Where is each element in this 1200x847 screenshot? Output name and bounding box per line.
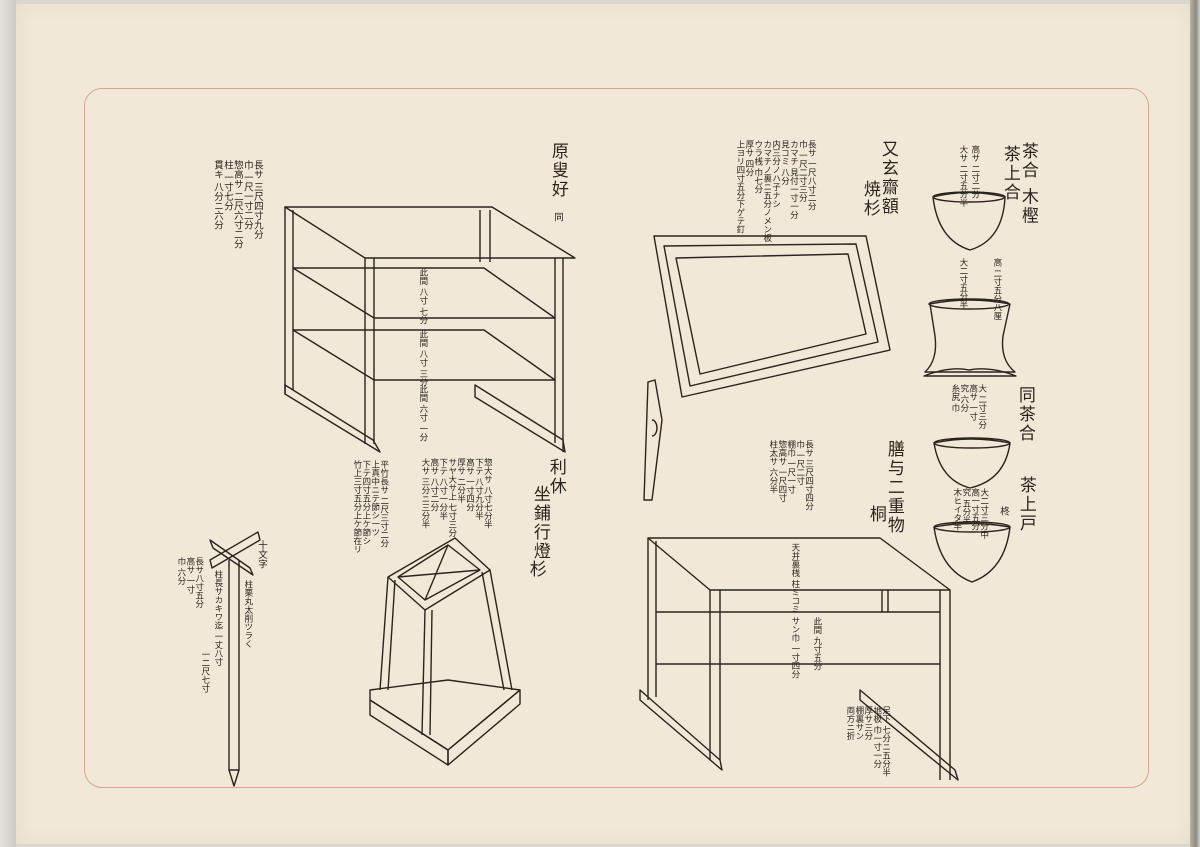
cross-pole-drawing bbox=[209, 531, 261, 787]
lantern-stand-drawing bbox=[369, 537, 521, 766]
plaque-specs: 長サ 一尺八寸二分 巾 一尺二寸三分 カマチ 見付一寸一分 見コミ 八分 内三分… bbox=[734, 140, 817, 242]
two-tier-table-bottom-specs: 足下 七分ニ五分半 地板 巾一寸一分 厚サ三分 棚裏サン 両方ニ折 bbox=[844, 706, 891, 777]
page-frame-border bbox=[84, 88, 1149, 788]
cross-pole-note-1: 柱栗丸太削ツラく bbox=[242, 580, 253, 648]
two-tier-table-inner-label-2: 此間 九寸五分 bbox=[811, 617, 822, 671]
cross-pole-note-3: 一二尺七寸 bbox=[199, 650, 210, 693]
shelf-subtitle: 同 bbox=[551, 212, 563, 222]
two-tier-table-subtitle: 桐 bbox=[865, 505, 886, 524]
lantern-notes: 平竹長サ 二尺三寸二分 上真中ニテ節シ一ツ 下テ四寸五分上ケ節シ 竹上三寸五分上… bbox=[351, 460, 389, 554]
tea-caddy-subtitle-3: 柊 bbox=[997, 506, 1009, 516]
two-tier-table-inner-label-1: 天井裏桟 柱ミコミ サン巾 一寸四分 bbox=[789, 543, 800, 679]
two-tier-table-drawing bbox=[639, 537, 959, 781]
plaque-subtitle: 焼杉 bbox=[859, 180, 880, 218]
two-tier-table-specs: 長サ 三尺四寸四分 巾 一尺二寸 棚巾 一尺一寸 惣高サ 一尺四寸 柱太サ 六分… bbox=[767, 440, 814, 511]
lantern-subtitle: 坐鋪行燈 bbox=[529, 485, 550, 561]
cross-pole-note-2: 柱長サカキワ迄 一丈八寸 bbox=[212, 570, 223, 667]
printed-page bbox=[16, 4, 1192, 844]
tea-caddy-title-3: 茶上戸 bbox=[1015, 476, 1036, 533]
lantern-title: 利休 bbox=[545, 458, 566, 496]
tea-caddy-specs-3: 大二寸三分中 高一寸五分 究 五分半 木ヒイタ半 bbox=[951, 488, 989, 539]
shelf-specs: 長サ 三尺四寸九分 巾 一尺一寸二分 惣高サ 二尺六寸二分 柱 一寸七分 貫キ … bbox=[211, 160, 263, 249]
shelf-gap-label-1: 此間 八寸 七分 bbox=[417, 268, 428, 325]
framed-plaque-drawing bbox=[643, 235, 891, 501]
plaque-title: 又玄齋額 bbox=[877, 140, 898, 216]
shelf-gap-label-2: 此間 八寸 三分 bbox=[417, 330, 428, 387]
lantern-specs: 惣大サ 八寸七分半 下テ 八寸九分半 高サ 一寸四分 厚サ 二分半 サヤ大サ上 … bbox=[419, 458, 493, 538]
tea-caddy-subtitle: 茶上合 bbox=[999, 145, 1020, 202]
cross-pole-specs: 長サ八寸五分 高サ 一寸 巾 六分 bbox=[175, 557, 204, 608]
shelf-drawing bbox=[284, 206, 576, 453]
tea-caddy-drawings bbox=[923, 191, 1017, 583]
shelf-gap-label-3: 此間 六寸 一分 bbox=[417, 385, 428, 442]
tea-caddy-size-2: 大二寸五分半 bbox=[957, 258, 968, 309]
shelf-title: 原叟好 bbox=[547, 142, 568, 199]
tea-caddy-size-1: 大サ 二寸五分半 bbox=[957, 145, 968, 208]
tea-caddy-specs-2: 大 二寸三分 高サ 一寸 究 六分 糸尻 巾 bbox=[949, 384, 987, 430]
cross-pole-title: 十文字 bbox=[255, 540, 267, 569]
tea-caddy-title: 茶合 木樫 bbox=[1017, 142, 1038, 226]
tea-caddy-height-1: 高サ 二寸二分 bbox=[969, 145, 980, 199]
page-stack-edge bbox=[1190, 0, 1200, 847]
two-tier-table-title: 膳与二重物 bbox=[883, 440, 904, 535]
tea-caddy-title-2: 同茶合 bbox=[1014, 386, 1035, 443]
tea-caddy-height-2: 高 二寸五分八厘 bbox=[991, 258, 1002, 321]
lantern-material: 杉 bbox=[525, 560, 546, 579]
book-spine-edge bbox=[0, 0, 16, 847]
